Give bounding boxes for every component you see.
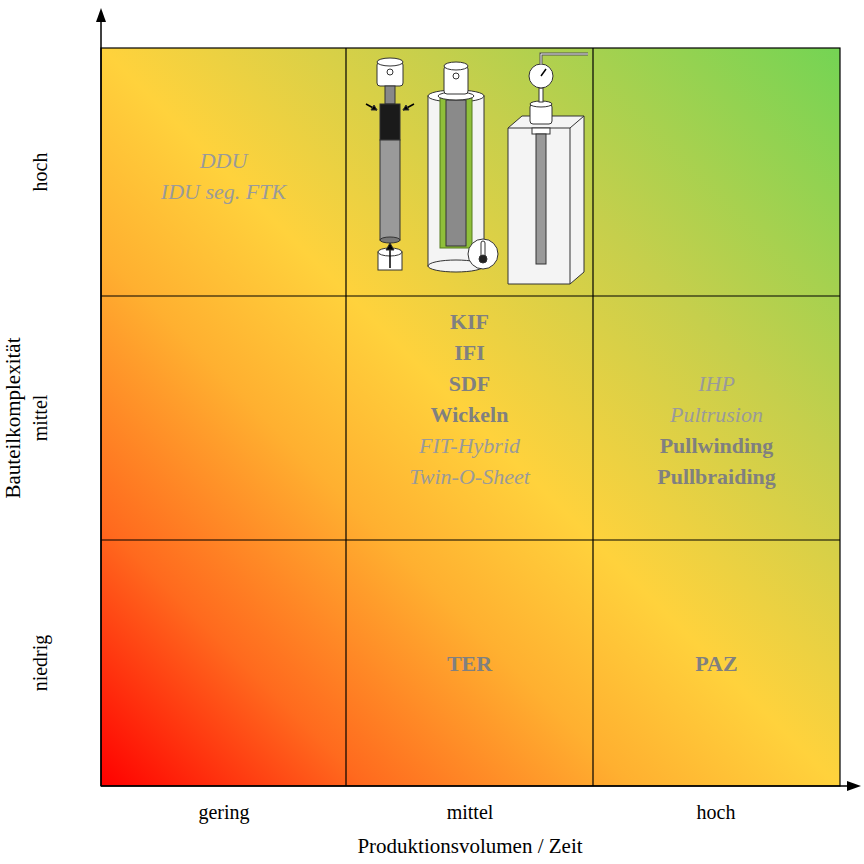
grid-lines-part	[101, 295, 840, 296]
press-device-part	[387, 69, 393, 75]
axes-part	[100, 18, 102, 786]
heated-mould-device-part	[453, 73, 459, 79]
press-device-part	[386, 243, 394, 250]
pressure-vessel-device-part	[532, 128, 550, 134]
axis-level-label: hoch	[697, 802, 736, 822]
press-device-part	[371, 105, 377, 110]
heated-mould-device-part	[440, 98, 472, 248]
pressure-vessel-device-part	[570, 128, 571, 284]
process-name: FIT-Hybrid	[346, 430, 593, 461]
pressure-vessel-device-part	[508, 116, 584, 284]
process-name: Wickeln	[346, 399, 593, 430]
cell-text-block: KIFIFISDFWickelnFIT-HybridTwin-O-Sheet	[346, 306, 593, 492]
heated-mould-device-part	[479, 255, 487, 263]
cell-text-block: IHPPultrusionPullwindingPullbraiding	[593, 368, 840, 492]
axis-level-label: niedrig	[30, 635, 50, 692]
process-name: IDU seg. FTK	[101, 176, 346, 207]
press-device-part	[380, 104, 400, 140]
axis-title: Bauteilkomplexität	[3, 338, 24, 499]
pressure-vessel-device-part	[536, 134, 546, 264]
gradient-field	[101, 48, 840, 786]
axis-level-label: hoch	[30, 153, 50, 192]
grid-lines-part	[101, 48, 840, 786]
process-name: SDF	[346, 368, 593, 399]
process-illustration	[366, 54, 588, 284]
pressure-vessel-device-part	[541, 54, 588, 64]
press-device-part	[377, 58, 403, 66]
grid-lines-part	[592, 48, 593, 786]
axis-level-label: mittel	[447, 802, 494, 822]
pressure-vessel-device	[508, 54, 588, 284]
axes-part	[101, 785, 850, 787]
cell-text-block: TER	[346, 648, 593, 679]
pressure-vessel-device-part	[541, 54, 588, 64]
process-name: IFI	[346, 337, 593, 368]
heated-mould-device-part	[468, 239, 498, 269]
press-device	[366, 58, 414, 270]
press-device-part	[385, 86, 395, 104]
matrix-cell: KIFIFISDFWickelnFIT-HybridTwin-O-Sheet	[346, 296, 593, 540]
axes-part	[847, 781, 861, 791]
process-name: TER	[346, 648, 593, 679]
matrix-cell: PAZ	[593, 540, 840, 786]
heated-mould-device-part	[444, 62, 468, 70]
process-name: KIF	[346, 306, 593, 337]
press-device-part	[380, 140, 400, 240]
press-device-part	[403, 105, 409, 110]
cell-text-block: DDUIDU seg. FTK	[101, 145, 346, 207]
matrix-cell: TER	[346, 540, 593, 786]
pressure-vessel-device-part	[541, 69, 546, 76]
process-name: Pullwinding	[593, 430, 840, 461]
grid-lines-part	[345, 48, 346, 786]
process-name: IHP	[593, 368, 840, 399]
process-name: Twin-O-Sheet	[346, 461, 593, 492]
axis-title: Produktionsvolumen / Zeit	[357, 836, 582, 857]
heated-mould-device-part	[446, 100, 466, 246]
process-name: Pultrusion	[593, 399, 840, 430]
pressure-vessel-device-part	[539, 88, 543, 102]
axes	[96, 8, 861, 791]
press-device-part	[366, 104, 377, 110]
cell-text-block: PAZ	[593, 648, 840, 679]
axis-level-label: mittel	[30, 395, 50, 442]
process-name: Pullbraiding	[593, 461, 840, 492]
heated-mould-device	[428, 62, 498, 272]
grid-lines	[101, 48, 840, 786]
axis-level-label: gering	[198, 802, 249, 822]
process-name: PAZ	[593, 648, 840, 679]
matrix-cell: IHPPultrusionPullwindingPullbraiding	[593, 296, 840, 540]
axes-part	[96, 8, 106, 22]
press-device-part	[403, 104, 414, 110]
grid-lines-part	[101, 539, 840, 540]
process-name: DDU	[101, 145, 346, 176]
pressure-vessel-device-part	[529, 64, 553, 88]
matrix-cell: DDUIDU seg. FTK	[101, 48, 346, 296]
